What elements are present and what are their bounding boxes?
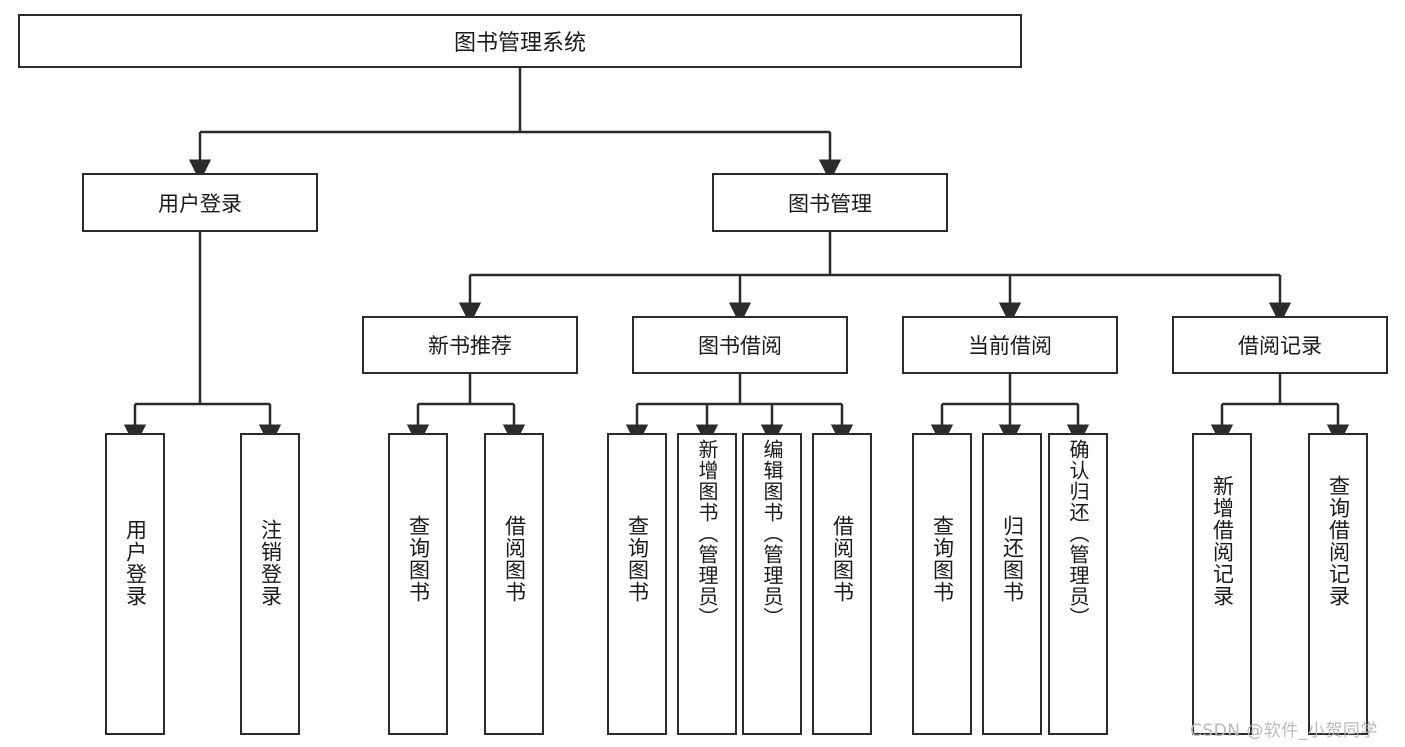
node-label: 归还图书 xyxy=(1000,515,1025,603)
node-current-borrow[interactable]: 当前借阅 xyxy=(902,316,1118,374)
node-label: 注销登录 xyxy=(258,519,283,607)
node-book-borrow[interactable]: 图书借阅 xyxy=(632,316,848,374)
node-label: 借阅图书 xyxy=(502,515,527,603)
leaf-borrow-add-book-admin[interactable]: 新增图书（管理员） xyxy=(677,433,737,735)
leaf-borrow-borrow-book[interactable]: 借阅图书 xyxy=(812,433,872,735)
node-new-book-recommend[interactable]: 新书推荐 xyxy=(362,316,578,374)
node-label: 用户登录 xyxy=(158,191,242,216)
leaf-records-add-record[interactable]: 新增借阅记录 xyxy=(1192,433,1252,735)
leaf-recommend-borrow-book[interactable]: 借阅图书 xyxy=(484,433,544,735)
node-label: 图书管理系统 xyxy=(453,31,586,56)
leaf-recommend-query-book[interactable]: 查询图书 xyxy=(388,433,448,735)
node-label: 用户登录 xyxy=(123,519,148,607)
leaf-records-query-record[interactable]: 查询借阅记录 xyxy=(1308,433,1368,735)
node-label: 当前借阅 xyxy=(968,334,1052,358)
node-label: 查询图书 xyxy=(930,515,955,603)
leaf-borrow-edit-book-admin[interactable]: 编辑图书（管理员） xyxy=(742,433,802,735)
node-label: 借阅记录 xyxy=(1238,334,1322,358)
leaf-borrow-query-book[interactable]: 查询图书 xyxy=(607,433,667,735)
node-label: 图书管理 xyxy=(788,191,872,216)
leaf-current-query-book[interactable]: 查询图书 xyxy=(912,433,972,735)
leaf-user-login-login[interactable]: 用户登录 xyxy=(105,433,165,735)
node-label: 新增图书（管理员） xyxy=(695,439,719,628)
leaf-user-login-logout[interactable]: 注销登录 xyxy=(240,433,300,735)
node-borrow-records[interactable]: 借阅记录 xyxy=(1172,316,1388,374)
node-label: 编辑图书（管理员） xyxy=(760,439,784,628)
leaf-current-return-book[interactable]: 归还图书 xyxy=(982,433,1042,735)
node-user-login[interactable]: 用户登录 xyxy=(82,173,318,232)
watermark-text: CSDN @软件_小贺同学 xyxy=(1190,721,1378,741)
node-label: 新书推荐 xyxy=(428,334,512,358)
node-label: 确认归还（管理员） xyxy=(1066,439,1090,628)
node-book-management[interactable]: 图书管理 xyxy=(712,173,948,232)
leaf-current-confirm-return-admin[interactable]: 确认归还（管理员） xyxy=(1048,433,1108,735)
node-label: 借阅图书 xyxy=(830,515,855,603)
node-label: 查询借阅记录 xyxy=(1326,475,1351,607)
node-label: 查询图书 xyxy=(406,515,431,603)
node-label: 查询图书 xyxy=(625,515,650,603)
node-label: 新增借阅记录 xyxy=(1210,475,1235,607)
node-root-system[interactable]: 图书管理系统 xyxy=(18,14,1022,68)
node-label: 图书借阅 xyxy=(698,334,782,358)
